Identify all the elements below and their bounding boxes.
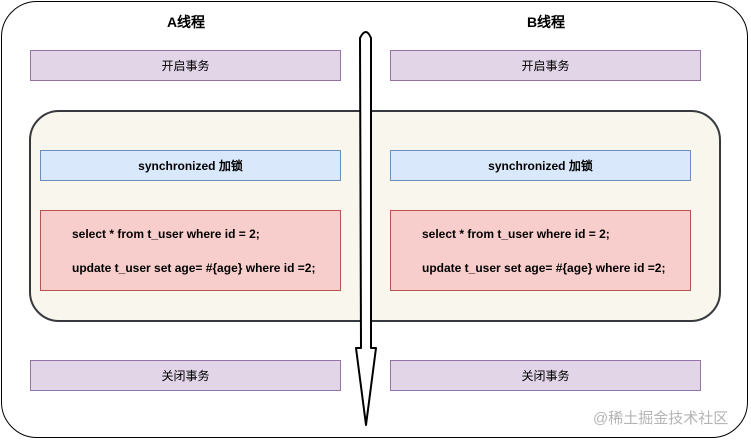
thread-a-end-transaction: 关闭事务 bbox=[30, 360, 341, 391]
thread-a-sql-block: select * from t_user where id = 2; updat… bbox=[40, 210, 341, 291]
thread-b-title: B线程 bbox=[526, 14, 566, 30]
thread-b-sql-block: select * from t_user where id = 2; updat… bbox=[390, 210, 691, 291]
thread-a-begin-transaction: 开启事务 bbox=[30, 50, 341, 81]
thread-b-begin-transaction: 开启事务 bbox=[390, 50, 701, 81]
thread-a-sql-update: update t_user set age= #{age} where id =… bbox=[72, 260, 316, 275]
thread-a-title: A线程 bbox=[166, 14, 206, 30]
timeline-arrow-shape bbox=[355, 31, 377, 426]
thread-a-sync-lock: synchronized 加锁 bbox=[40, 150, 341, 181]
thread-b-sql-select: select * from t_user where id = 2; bbox=[422, 226, 610, 241]
thread-b-sync-lock: synchronized 加锁 bbox=[390, 150, 691, 181]
thread-b-sql-update: update t_user set age= #{age} where id =… bbox=[422, 260, 666, 275]
thread-a-sql-select: select * from t_user where id = 2; bbox=[72, 226, 260, 241]
thread-b-end-transaction: 关闭事务 bbox=[390, 360, 701, 391]
watermark: @稀土掘金技术社区 bbox=[593, 410, 729, 427]
